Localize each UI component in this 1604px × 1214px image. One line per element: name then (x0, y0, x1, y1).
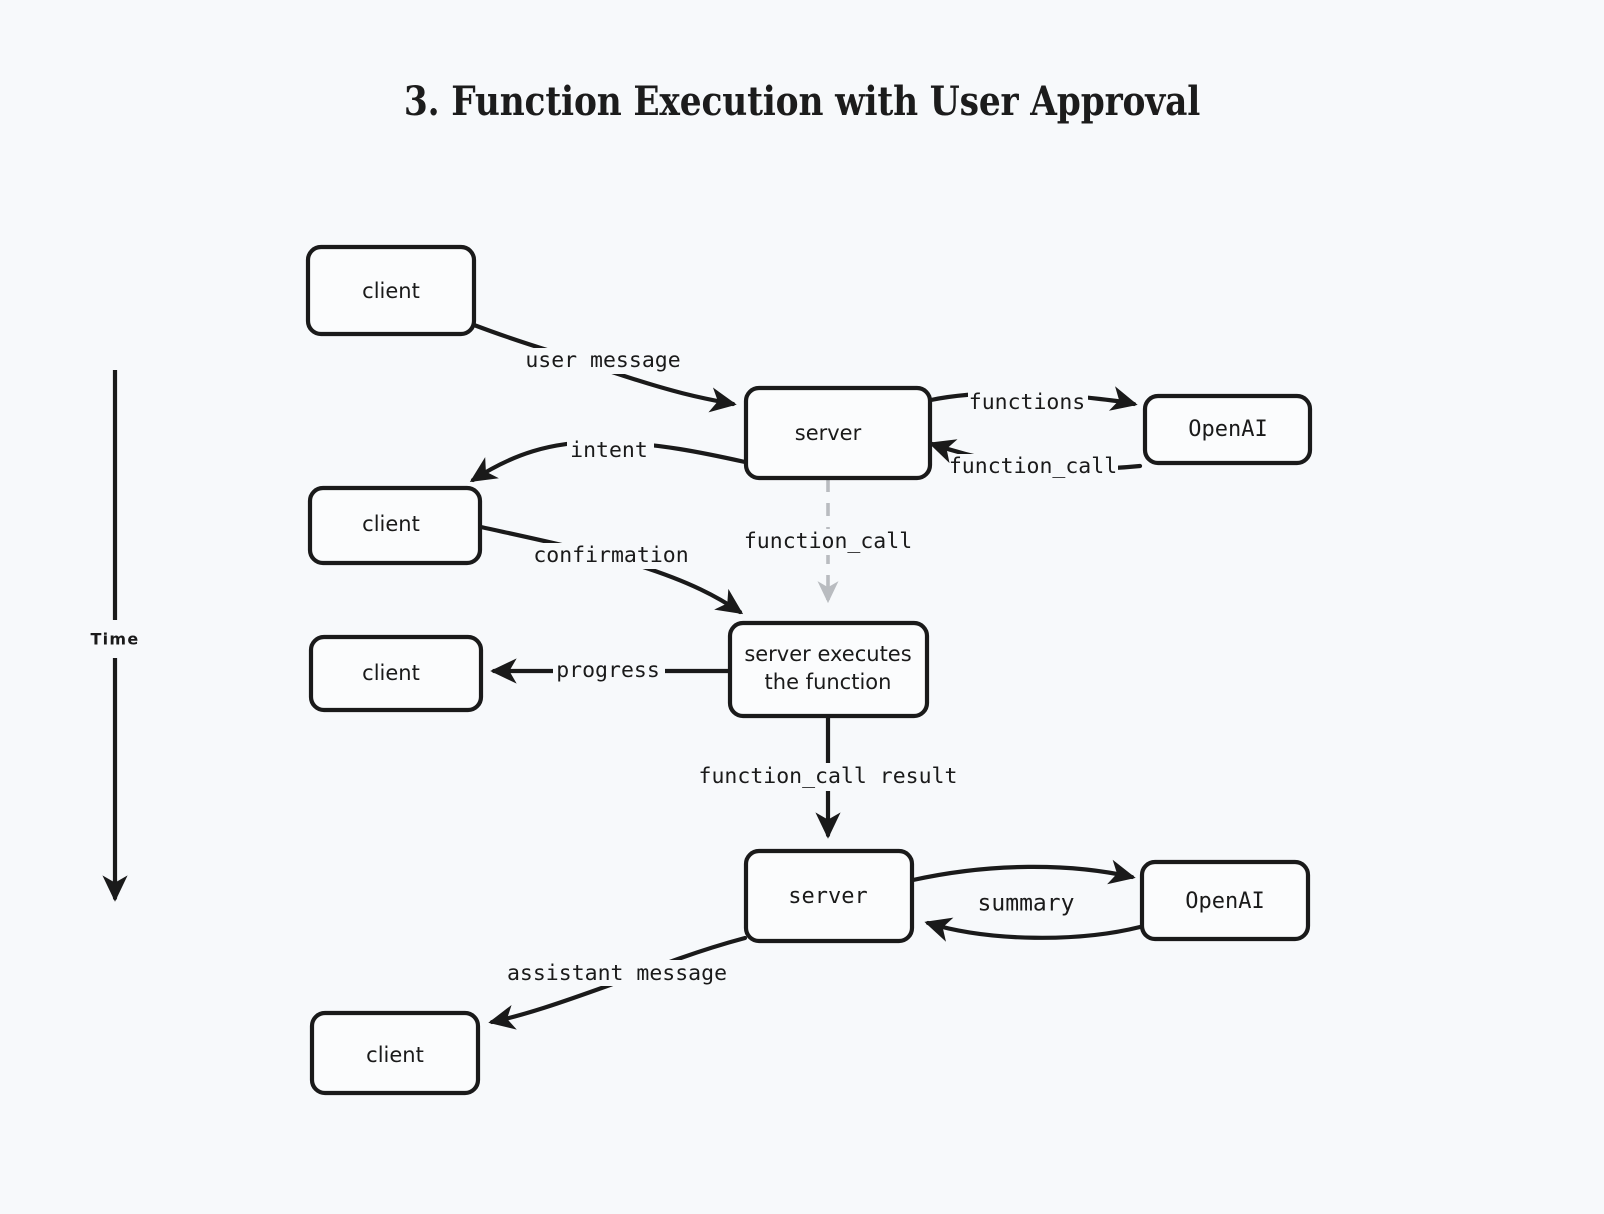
node-server1[interactable]: server (743, 385, 933, 481)
node-server-executes[interactable]: server executes the function (727, 620, 930, 719)
edge-label-progress: progress (556, 658, 660, 683)
edge-summary-out-path (910, 859, 1136, 885)
node-box-client3[interactable] (308, 634, 484, 713)
node-box-client1[interactable] (305, 244, 477, 337)
edge-confirmation-path (478, 524, 744, 615)
node-client4[interactable]: client (309, 1010, 481, 1096)
edge-label-assistant-message: assistant message (507, 961, 727, 986)
node-label-openai2: OpenAI (1185, 889, 1264, 914)
node-label-server1: server (795, 421, 862, 445)
node-label-client3: client (362, 661, 420, 685)
node-label-client2: client (362, 512, 420, 536)
edge-summary-path (924, 917, 1143, 942)
node-box-openai2[interactable] (1139, 859, 1311, 942)
node-box-server-executes[interactable] (727, 620, 930, 719)
node-box-client4[interactable] (309, 1010, 481, 1096)
node-label-openai1: OpenAI (1188, 417, 1267, 442)
node-box-server1[interactable] (743, 385, 933, 481)
edge-label-functions: functions (969, 390, 1086, 415)
node-box-client2[interactable] (307, 485, 483, 566)
node-box-openai1[interactable] (1142, 393, 1313, 466)
node-openai2[interactable]: OpenAI (1139, 859, 1311, 942)
time-axis: Time (90, 370, 139, 902)
node-label-server-executes-line1: server executes (744, 642, 911, 666)
edge-label-function-call-result: function_call result (699, 764, 958, 789)
node-openai1[interactable]: OpenAI (1142, 393, 1313, 466)
edge-label-user-message: user message (525, 348, 680, 373)
node-label-server2: server (788, 884, 867, 909)
node-client1[interactable]: client (305, 244, 477, 337)
node-client2[interactable]: client (307, 485, 483, 566)
node-client3[interactable]: client (308, 634, 484, 713)
page-title: 3. Function Execution with User Approval (403, 78, 1201, 125)
edge-label-function-call-back: function_call (949, 454, 1117, 479)
edge-label-confirmation: confirmation (533, 543, 688, 568)
edge-label-function-call-down: function_call (744, 529, 912, 554)
edge-label-summary: summary (978, 891, 1075, 917)
node-label-client1: client (362, 279, 420, 303)
edge-label-intent: intent (570, 438, 648, 463)
node-server2[interactable]: server (743, 848, 915, 944)
node-label-client4: client (366, 1043, 424, 1067)
time-axis-label: Time (90, 630, 139, 649)
edge-label-layer: user message functions function_call int… (507, 348, 1118, 986)
node-label-server-executes-line2: the function (765, 670, 892, 694)
node-box-server2[interactable] (743, 848, 915, 944)
